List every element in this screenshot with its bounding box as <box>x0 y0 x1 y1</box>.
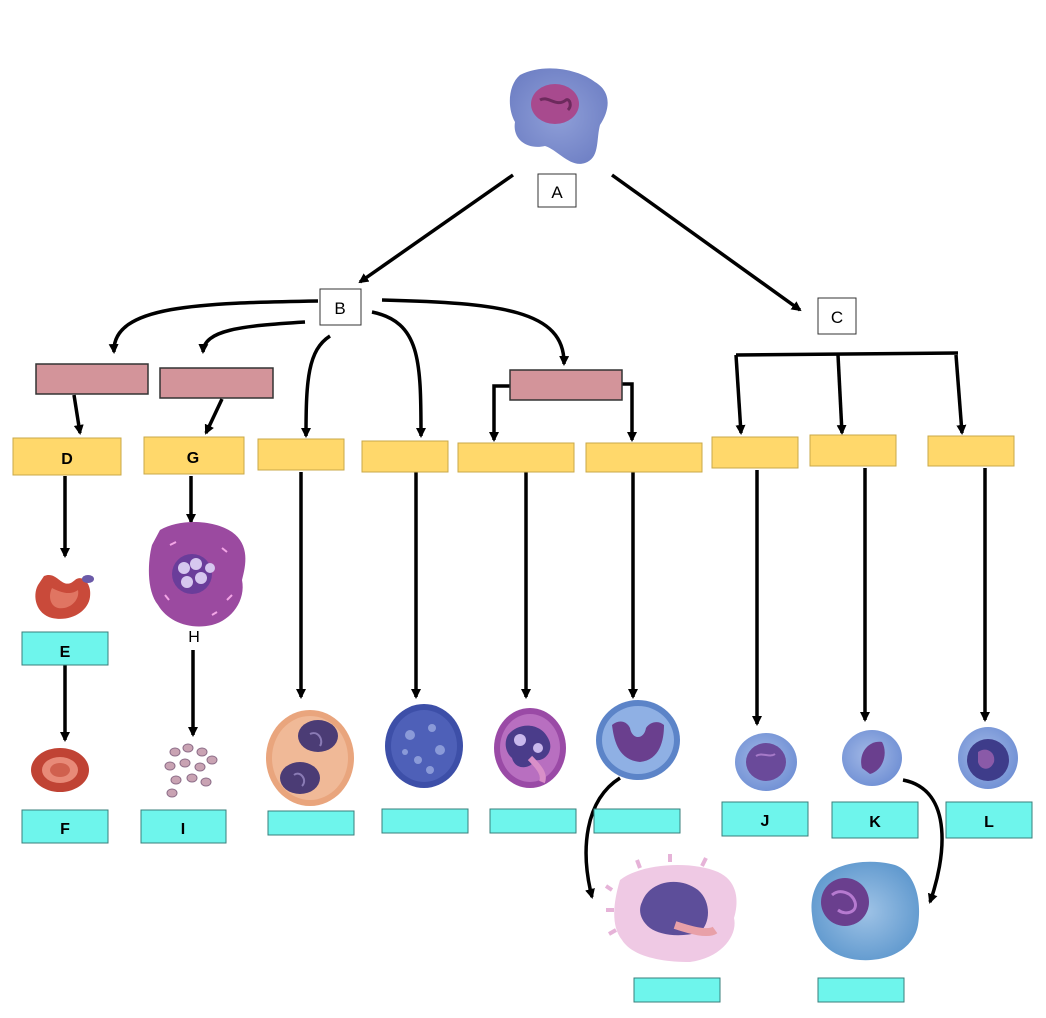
yellow-box-6 <box>585 442 703 473</box>
arrow-a-to-b <box>358 173 515 284</box>
cell-eosinophil <box>266 710 354 806</box>
cyan-box-neutrophil <box>489 808 577 834</box>
cyan-box-monocyte <box>593 808 681 834</box>
label-c: C <box>831 308 843 327</box>
arrow-c-to-yellow8 <box>836 354 847 435</box>
arrow-b-to-pink3 <box>381 298 570 366</box>
cell-reticulocyte <box>35 574 94 619</box>
arrow-b-to-yellow3 <box>301 334 331 438</box>
label-j: J <box>761 813 770 830</box>
arrow-b-to-pink2 <box>198 320 306 354</box>
pink-box-3 <box>509 369 623 401</box>
cyan-box-k <box>831 801 919 839</box>
cyan-box-f <box>21 809 109 844</box>
arrow-c-to-yellow9 <box>954 354 967 435</box>
arrow-pink3-to-right <box>622 382 637 442</box>
label-l: L <box>984 814 994 831</box>
cell-lymphocyte-l <box>958 727 1018 789</box>
arrow-a-to-c <box>610 173 802 312</box>
arrow-pink2-to-g <box>204 398 224 435</box>
connectors <box>60 173 990 904</box>
cyan-box-macrophage <box>633 977 721 1003</box>
cyan-box-j <box>721 801 809 837</box>
cell-erythrocyte <box>31 748 89 792</box>
yellow-box-9 <box>927 435 1015 467</box>
yellow-boxes <box>12 434 1015 476</box>
box-a: A <box>537 173 577 208</box>
label-g: G <box>187 450 199 467</box>
pink-box-2 <box>159 367 274 399</box>
cell-macrophage <box>604 854 737 962</box>
cell-megakaryocyte <box>148 521 246 627</box>
yellow-box-3 <box>257 438 345 471</box>
cyan-box-e <box>21 631 109 666</box>
yellow-box-8 <box>809 434 897 467</box>
arrow-c-to-yellow7 <box>734 354 746 435</box>
c-bracket-bar <box>735 351 959 357</box>
box-b: B <box>319 288 362 326</box>
arrow-k-to-plasma <box>902 778 944 904</box>
cyan-boxes <box>21 631 1033 1003</box>
yellow-box-5 <box>457 442 575 473</box>
arrow-pink1-to-d <box>72 394 84 435</box>
cyan-box-basophil <box>381 808 469 834</box>
label-d: D <box>61 451 73 468</box>
yellow-box-4 <box>361 440 449 473</box>
label-a: A <box>551 183 563 202</box>
cell-plasma <box>811 861 920 961</box>
arrow-pink3-to-left <box>489 384 510 442</box>
pink-boxes <box>35 363 623 401</box>
yellow-box-d <box>12 437 122 476</box>
label-b: B <box>334 299 345 318</box>
arrow-b-to-pink1 <box>108 299 319 354</box>
pink-box-1 <box>35 363 149 395</box>
label-f: F <box>60 821 70 838</box>
box-c: C <box>817 297 857 335</box>
yellow-box-7 <box>711 436 799 469</box>
label-e: E <box>60 644 71 661</box>
cell-stem <box>509 68 608 164</box>
cell-monocyte <box>596 700 680 780</box>
label-k: K <box>869 814 881 831</box>
cyan-box-plasma <box>817 977 905 1003</box>
label-h: H <box>188 629 200 646</box>
cell-basophil <box>385 704 463 788</box>
arrow-b-to-yellow4 <box>371 310 426 438</box>
cell-neutrophil <box>494 708 566 788</box>
arrow-monocyte-to-macrophage <box>584 776 621 899</box>
label-i: I <box>181 821 185 838</box>
cell-lymphocyte-k <box>842 730 902 786</box>
cyan-box-l <box>945 801 1033 839</box>
cell-platelets <box>164 743 218 798</box>
yellow-box-g <box>143 436 245 475</box>
cyan-box-eosinophil <box>267 810 355 836</box>
cell-lymphocyte-j <box>735 733 797 791</box>
cyan-box-i <box>140 809 227 844</box>
